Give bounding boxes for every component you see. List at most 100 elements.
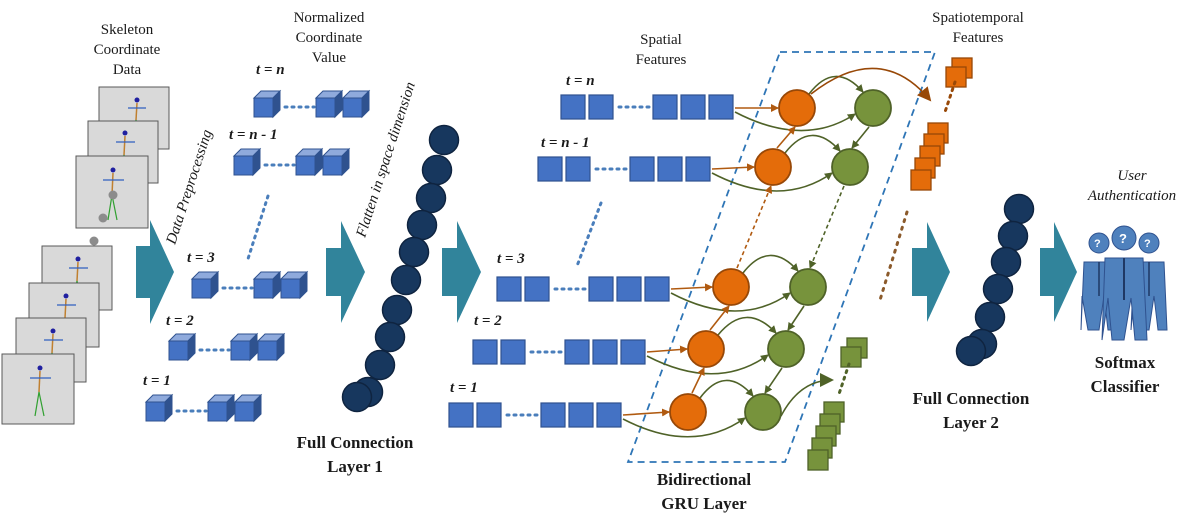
time-label-1: t = 1 <box>450 380 478 396</box>
fc2-label: Full Connection Layer 2 <box>913 389 1030 432</box>
gru-edge <box>776 126 796 149</box>
spatiotemporal-feature-square <box>840 346 862 368</box>
fc2-label-line: Full Connection <box>913 389 1030 408</box>
time-label-2: t = 2 <box>166 313 194 329</box>
cube-row <box>167 332 286 362</box>
softmax-label-line: Softmax <box>1095 353 1156 372</box>
feature-ellipses <box>837 80 957 396</box>
coordinate-cube <box>294 147 324 177</box>
vertical-ellipsis <box>575 201 603 268</box>
fc2-node <box>1003 193 1035 225</box>
feature-square <box>524 276 550 302</box>
gru-forward-node <box>778 89 816 127</box>
gru-edge <box>691 367 705 394</box>
fc2-node <box>990 246 1022 278</box>
user-group-icon: ? ? ? <box>1080 225 1168 341</box>
feature-square <box>476 402 502 428</box>
fc1-node <box>421 154 453 186</box>
normalized-label: Normalized Coordinate Value <box>294 10 365 66</box>
gru-edge <box>780 373 834 417</box>
feature-square <box>644 276 670 302</box>
skeleton-frames-top <box>75 86 170 229</box>
gru-edge <box>622 417 746 438</box>
fc2-node <box>982 273 1014 305</box>
feature-square <box>568 402 594 428</box>
spatiotemporal-feature-square <box>945 66 967 88</box>
gru-edge <box>742 254 799 274</box>
user-auth-label-line: User <box>1117 168 1146 184</box>
skeleton-label: Skeleton Coordinate Data <box>94 22 161 78</box>
spatial-row <box>560 94 734 120</box>
flow-arrows <box>136 220 1077 324</box>
bigru-dashed-box <box>626 51 937 463</box>
gru-edge <box>717 316 777 336</box>
gru-forward-node <box>669 393 707 431</box>
feature-square <box>592 339 618 365</box>
normalized-label-line: Value <box>312 50 346 66</box>
fc2-node <box>974 301 1006 333</box>
cube-row <box>144 393 263 423</box>
gru-edge <box>709 305 730 331</box>
feature-square <box>685 156 711 182</box>
user-auth-label: User Authentication <box>1087 168 1176 204</box>
gru-backward-node <box>831 148 869 186</box>
fc1-node <box>415 182 447 214</box>
gru-nodes <box>669 89 892 431</box>
feature-square <box>448 402 474 428</box>
flow-arrow <box>1040 222 1077 322</box>
time-label-n1: t = n - 1 <box>229 127 278 143</box>
coordinate-cube <box>321 147 351 177</box>
flow-arrow <box>912 222 950 322</box>
spatial-label-line: Spatial <box>640 32 682 48</box>
spatiotemporal-label-line: Spatiotemporal <box>932 10 1024 26</box>
cube-row <box>190 270 309 300</box>
spatial-row <box>496 276 670 302</box>
skeleton-frames-bottom <box>1 245 113 425</box>
gru-edge <box>711 172 833 192</box>
coordinate-cube <box>144 393 174 423</box>
coordinate-cube <box>314 89 344 119</box>
fc2-node <box>955 335 987 367</box>
normalized-cube-rows <box>144 89 371 423</box>
gru-edge <box>711 163 755 172</box>
gru-edge <box>670 283 713 292</box>
gru-edge <box>787 305 805 331</box>
feature-square <box>540 402 566 428</box>
fc1-label-line: Full Connection <box>297 433 414 452</box>
skeleton-ellipsis <box>89 190 118 246</box>
fc2-node <box>997 220 1029 252</box>
coordinate-cube <box>252 89 282 119</box>
fc1-node <box>428 124 460 156</box>
fc2-label-line: Layer 2 <box>943 413 999 432</box>
softmax-label-line: Classifier <box>1091 377 1160 396</box>
feature-square <box>500 339 526 365</box>
normalized-label-line: Coordinate <box>296 30 363 46</box>
normalized-label-line: Normalized <box>294 10 365 26</box>
skeleton-frame <box>1 353 75 425</box>
feature-square <box>588 276 614 302</box>
feature-square <box>620 339 646 365</box>
coordinate-cube <box>233 393 263 423</box>
coordinate-cube <box>206 393 236 423</box>
gru-edge <box>646 345 688 354</box>
feature-square <box>565 156 591 182</box>
gru-edge <box>622 408 670 417</box>
flow-arrow <box>136 220 174 324</box>
softmax-label: Softmax Classifier <box>1091 353 1160 396</box>
time-label-3: t = 3 <box>497 251 525 267</box>
gru-edge <box>764 367 783 394</box>
flow-arrow <box>442 221 481 323</box>
feature-square <box>537 156 563 182</box>
time-label-3: t = 3 <box>187 250 215 266</box>
gru-ellipsis <box>878 210 909 302</box>
svg-text:?: ? <box>1119 231 1127 246</box>
feature-square <box>629 156 655 182</box>
gru-edge <box>734 111 856 132</box>
time-label-1: t = 1 <box>143 373 171 389</box>
feature-square <box>564 339 590 365</box>
gru-forward-node <box>687 330 725 368</box>
gru-edge <box>646 354 769 375</box>
spatial-row <box>472 339 646 365</box>
flow-arrow <box>326 221 365 323</box>
vertical-ellipsis <box>245 194 270 264</box>
